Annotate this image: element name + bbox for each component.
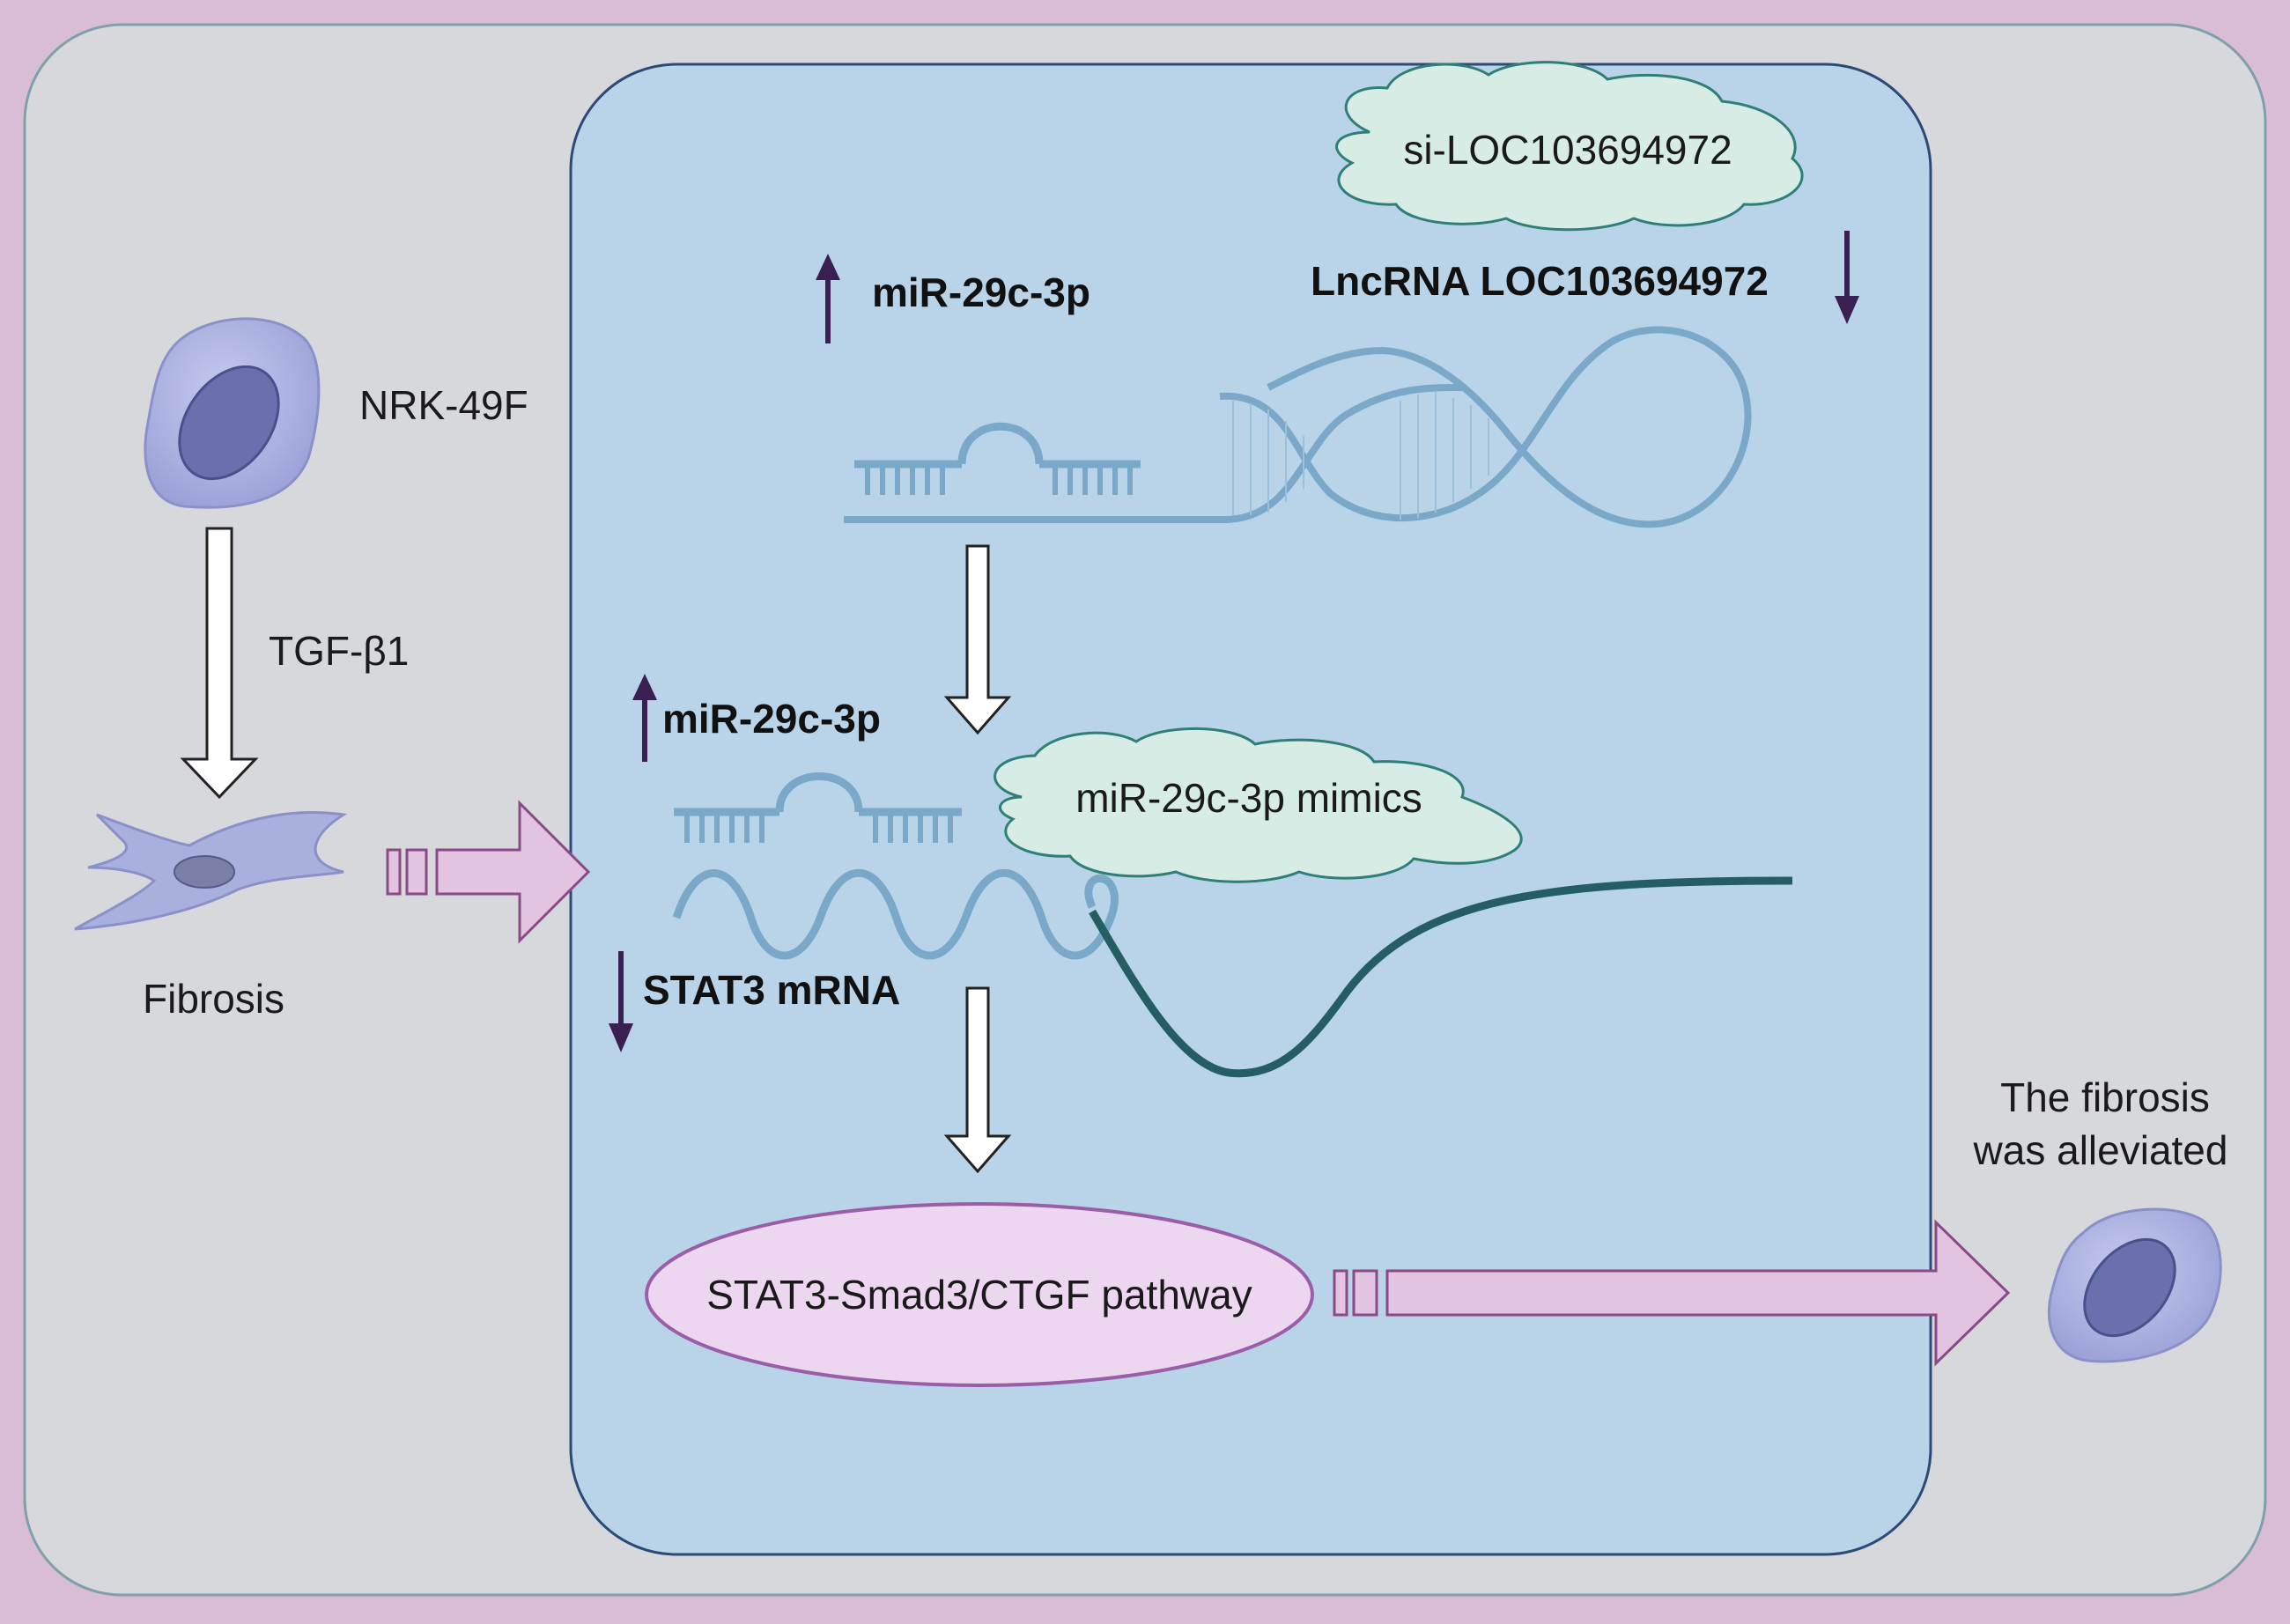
mimics-label: miR-29c-3p mimics xyxy=(1075,775,1422,821)
outcome-line1: The fibrosis xyxy=(2000,1074,2210,1120)
tgf-arrow xyxy=(180,527,259,800)
up-arrow-mid xyxy=(632,674,657,762)
down-arrow-stat3 xyxy=(609,951,633,1052)
nrk-label: NRK-49F xyxy=(359,382,528,428)
stat3-mrna-label: STAT3 mRNA xyxy=(643,967,900,1013)
down-arrow-lncrna xyxy=(1835,231,1859,324)
pink-arrow-left xyxy=(386,800,591,944)
mir-top-label: miR-29c-3p xyxy=(872,269,1090,315)
mimics-cloud: miR-29c-3p mimics xyxy=(994,727,1523,883)
tgf-label: TGF-β1 xyxy=(269,628,409,674)
fibroblast-icon xyxy=(74,811,348,931)
mrna-strand xyxy=(672,868,1119,960)
cell-icon xyxy=(2047,1207,2222,1363)
down-arrow-lower xyxy=(943,986,1012,1174)
si-loc-label: si-LOC103694972 xyxy=(1403,127,1732,173)
down-arrow-middle xyxy=(943,544,1012,735)
mrna-tail xyxy=(1089,876,1793,1078)
si-loc-cloud: si-LOC103694972 xyxy=(1335,61,1804,232)
pink-arrow-right xyxy=(1333,1219,2011,1367)
outcome-line2: was alleviated xyxy=(1973,1127,2228,1173)
pathway-label: STAT3-Smad3/CTGF pathway xyxy=(706,1272,1252,1318)
mirna-icon xyxy=(674,772,962,843)
up-arrow-top xyxy=(816,254,840,343)
mirna-icon xyxy=(854,422,1141,495)
lncrna-icon xyxy=(844,326,1752,528)
cell-icon xyxy=(144,317,321,509)
pathway-ellipse xyxy=(645,1202,1314,1387)
lncrna-label: LncRNA LOC103694972 xyxy=(1311,258,1769,304)
fibrosis-label: Fibrosis xyxy=(143,976,284,1022)
mir-mid-label: miR-29c-3p xyxy=(662,696,881,742)
